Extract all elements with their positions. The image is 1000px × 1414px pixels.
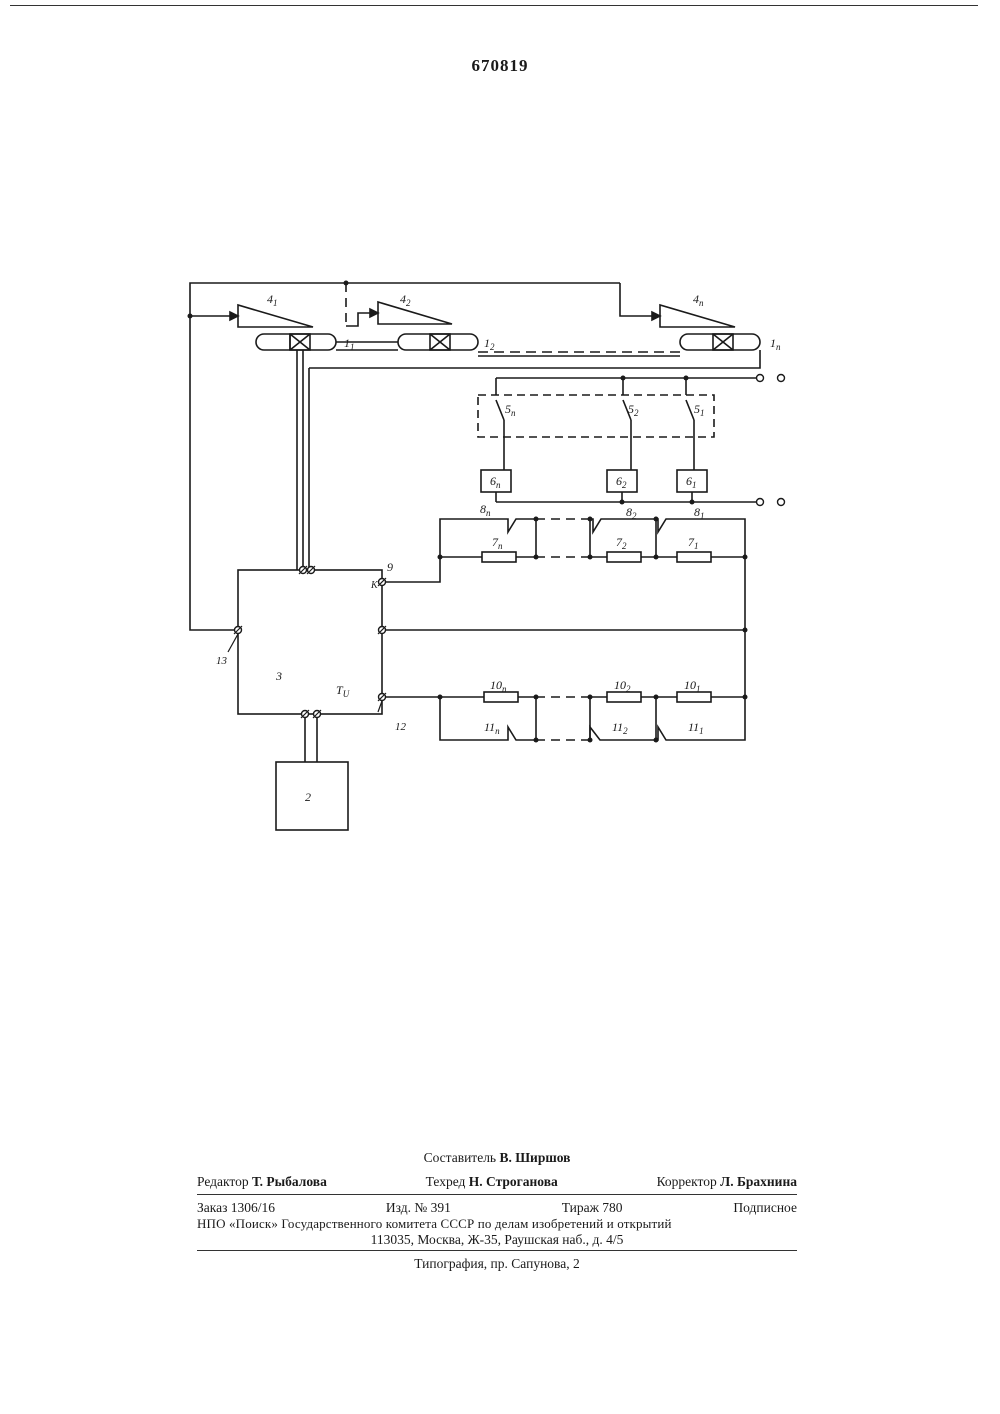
- sensor-4-1: [238, 305, 313, 327]
- svg-text:4п: 4п: [693, 292, 704, 308]
- svg-text:10п: 10п: [490, 678, 507, 694]
- svg-text:72: 72: [616, 535, 627, 551]
- label-contact-b-n: 11: [484, 720, 495, 734]
- svg-text:81: 81: [694, 505, 705, 521]
- coil-1-1: [256, 334, 336, 350]
- resistor-10-n: [484, 692, 518, 702]
- corrector-name: Л. Брахнина: [720, 1174, 797, 1189]
- svg-text:42: 42: [400, 292, 411, 308]
- svg-text:102: 102: [614, 678, 631, 694]
- svg-text:52: 52: [628, 402, 639, 418]
- imprint-rule-bottom: [197, 1250, 797, 1251]
- svg-text:11п: 11п: [484, 720, 500, 736]
- label-terminal-13: 13: [216, 655, 228, 667]
- techred-label: Техред: [426, 1174, 466, 1189]
- order-number: Заказ 1306/16: [197, 1200, 275, 1216]
- resistor-10-1: [677, 692, 711, 702]
- editor-label: Редактор: [197, 1174, 249, 1189]
- label-contact-b-1: 11: [688, 720, 699, 734]
- svg-text:11: 11: [344, 336, 355, 352]
- label-terminal-9: 9: [387, 560, 393, 574]
- svg-text:41: 41: [267, 292, 278, 308]
- svg-text:82: 82: [626, 505, 637, 521]
- circulation: Тираж 780: [562, 1200, 623, 1216]
- svg-text:12: 12: [484, 336, 495, 352]
- feedback-bus-wire: [190, 283, 346, 630]
- edition-number: Изд. № 391: [386, 1200, 451, 1216]
- svg-text:6п: 6п: [490, 474, 501, 490]
- compiler-name: В. Ширшов: [499, 1150, 570, 1165]
- svg-text:5п: 5п: [505, 402, 516, 418]
- coil-1-n: [680, 334, 760, 350]
- svg-text:ТU: ТU: [336, 683, 350, 699]
- resistor-7-n: [482, 552, 516, 562]
- coil-1-2: [398, 334, 478, 350]
- label-terminal-k: К: [370, 580, 379, 591]
- label-resistor-b-2: 10: [614, 678, 626, 692]
- svg-text:61: 61: [686, 474, 697, 490]
- printer-line: Типография, пр. Сапунова, 2: [197, 1256, 797, 1272]
- techred-name: Н. Строганова: [469, 1174, 558, 1189]
- unit-2: [276, 762, 348, 830]
- svg-text:101: 101: [684, 678, 701, 694]
- address-line: 113035, Москва, Ж-35, Раушская наб., д. …: [197, 1232, 797, 1248]
- resistor-10-2: [607, 692, 641, 702]
- svg-text:8п: 8п: [480, 502, 491, 518]
- svg-text:111: 111: [688, 720, 704, 736]
- editor-name: Т. Рыбалова: [252, 1174, 327, 1189]
- svg-text:112: 112: [612, 720, 628, 736]
- label-resistor-b-n: 10: [490, 678, 502, 692]
- resistor-7-1: [677, 552, 711, 562]
- label-resistor-b-1: 10: [684, 678, 696, 692]
- svg-text:7п: 7п: [492, 535, 503, 551]
- sensor-4-2: [378, 302, 452, 324]
- svg-text:51: 51: [694, 402, 705, 418]
- svg-text:62: 62: [616, 474, 627, 490]
- imprint-rule-top: [197, 1194, 797, 1195]
- compiler-line: Составитель В. Ширшов: [197, 1150, 797, 1166]
- label-terminal-12: 12: [395, 721, 407, 733]
- unit-3: [238, 570, 382, 714]
- publisher-line: НПО «Поиск» Государственного комитета СС…: [197, 1216, 797, 1232]
- sensor-4-n: [660, 305, 735, 327]
- resistor-7-2: [607, 552, 641, 562]
- subscription: Подписное: [733, 1200, 797, 1216]
- compiler-label: Составитель: [424, 1150, 497, 1165]
- order-line: Заказ 1306/16 Изд. № 391 Тираж 780 Подпи…: [197, 1200, 797, 1216]
- label-unit-3: 3: [275, 669, 282, 683]
- svg-text:71: 71: [688, 535, 699, 551]
- svg-text:1п: 1п: [770, 336, 781, 352]
- label-contact-b-2: 11: [612, 720, 623, 734]
- label-unit-2: 2: [305, 790, 311, 804]
- staff-line: Редактор Т. Рыбалова Техред Н. Строганов…: [197, 1174, 797, 1190]
- corrector-label: Корректор: [657, 1174, 717, 1189]
